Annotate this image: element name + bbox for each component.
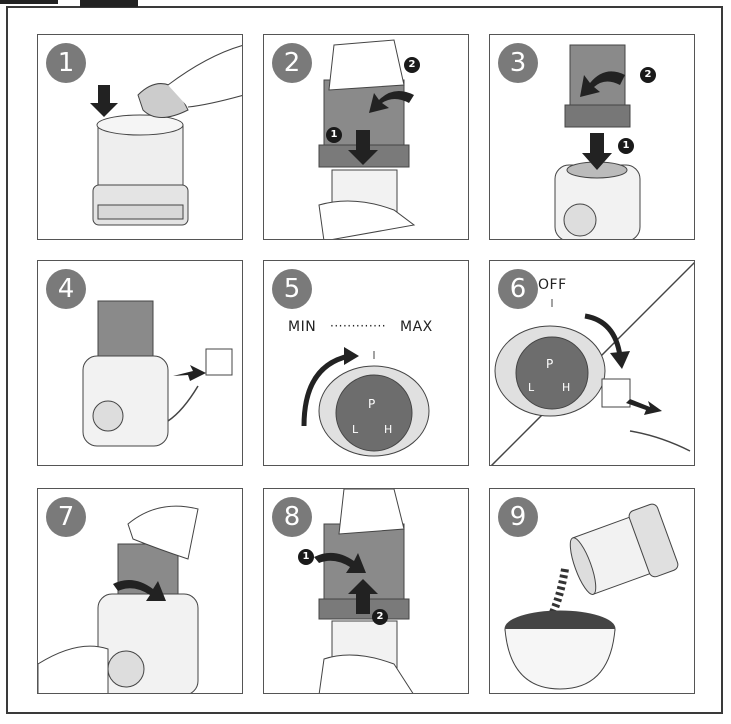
speed-max-label: MAX [400,319,433,335]
sub-step-marker: 2 [640,67,656,83]
step-panel-4: 4 [37,260,243,466]
step-6-illustration [490,261,694,465]
high-button-label: H [562,381,571,394]
rotate-arrow-icon [580,71,625,97]
pulse-button-label: P [546,357,554,371]
rotate-arrow-icon [301,353,350,427]
step-number-badge: 4 [46,269,86,309]
plug-arrow-icon [173,365,206,381]
step-panel-8: 8 1 2 [263,488,469,694]
rotate-arrow-icon [584,313,623,357]
step-9-illustration [504,503,679,690]
header-tab-right [80,0,138,7]
step-panel-7: 7 [37,488,243,694]
step-panel-9: 9 [489,488,695,694]
low-button-label: L [528,381,535,394]
down-arrow-icon [90,85,118,117]
step-4-illustration [82,300,233,447]
rotate-arrow-icon [113,580,166,601]
step-3-illustration [554,44,641,239]
low-button-label: L [352,423,359,436]
up-arrow-icon [348,579,378,614]
sub-step-marker: 1 [618,138,634,154]
rotate-arrow-icon [369,91,414,113]
step-panel-2: 2 2 1 [263,34,469,240]
sub-step-marker: 1 [298,549,314,565]
sub-step-marker: 2 [404,57,420,73]
unplug-arrow-icon [626,399,662,415]
speed-range-dots: ············· [330,319,387,333]
step-number-badge: 9 [498,497,538,537]
speed-min-label: MIN [288,319,317,335]
step-7-illustration [38,505,199,693]
step-panel-1: 1 [37,34,243,240]
off-label: OFF [538,277,567,293]
pulse-button-label: P [368,397,376,411]
step-number-badge: 3 [498,43,538,83]
header-tab-left [0,0,58,4]
step-number-badge: 7 [46,497,86,537]
step-panel-6: 6 OFF P L H [489,260,695,466]
high-button-label: H [384,423,393,436]
sub-step-marker: 2 [372,609,388,625]
step-1-illustration [90,45,242,226]
step-panel-3: 3 2 1 [489,34,695,240]
step-5-illustration [301,347,430,457]
instruction-frame [6,6,723,714]
step-number-badge: 1 [46,43,86,83]
step-number-badge: 6 [498,269,538,309]
rotate-arrow-icon [314,552,366,573]
step-8-illustration [314,489,414,693]
down-arrow-icon [348,130,378,165]
step-panel-5: 5 MIN ············· MAX P L H [263,260,469,466]
step-number-badge: 2 [272,43,312,83]
sub-step-marker: 1 [326,127,342,143]
step-2-illustration [318,39,416,239]
step-number-badge: 5 [272,269,312,309]
down-arrow-icon [582,133,612,170]
step-number-badge: 8 [272,497,312,537]
